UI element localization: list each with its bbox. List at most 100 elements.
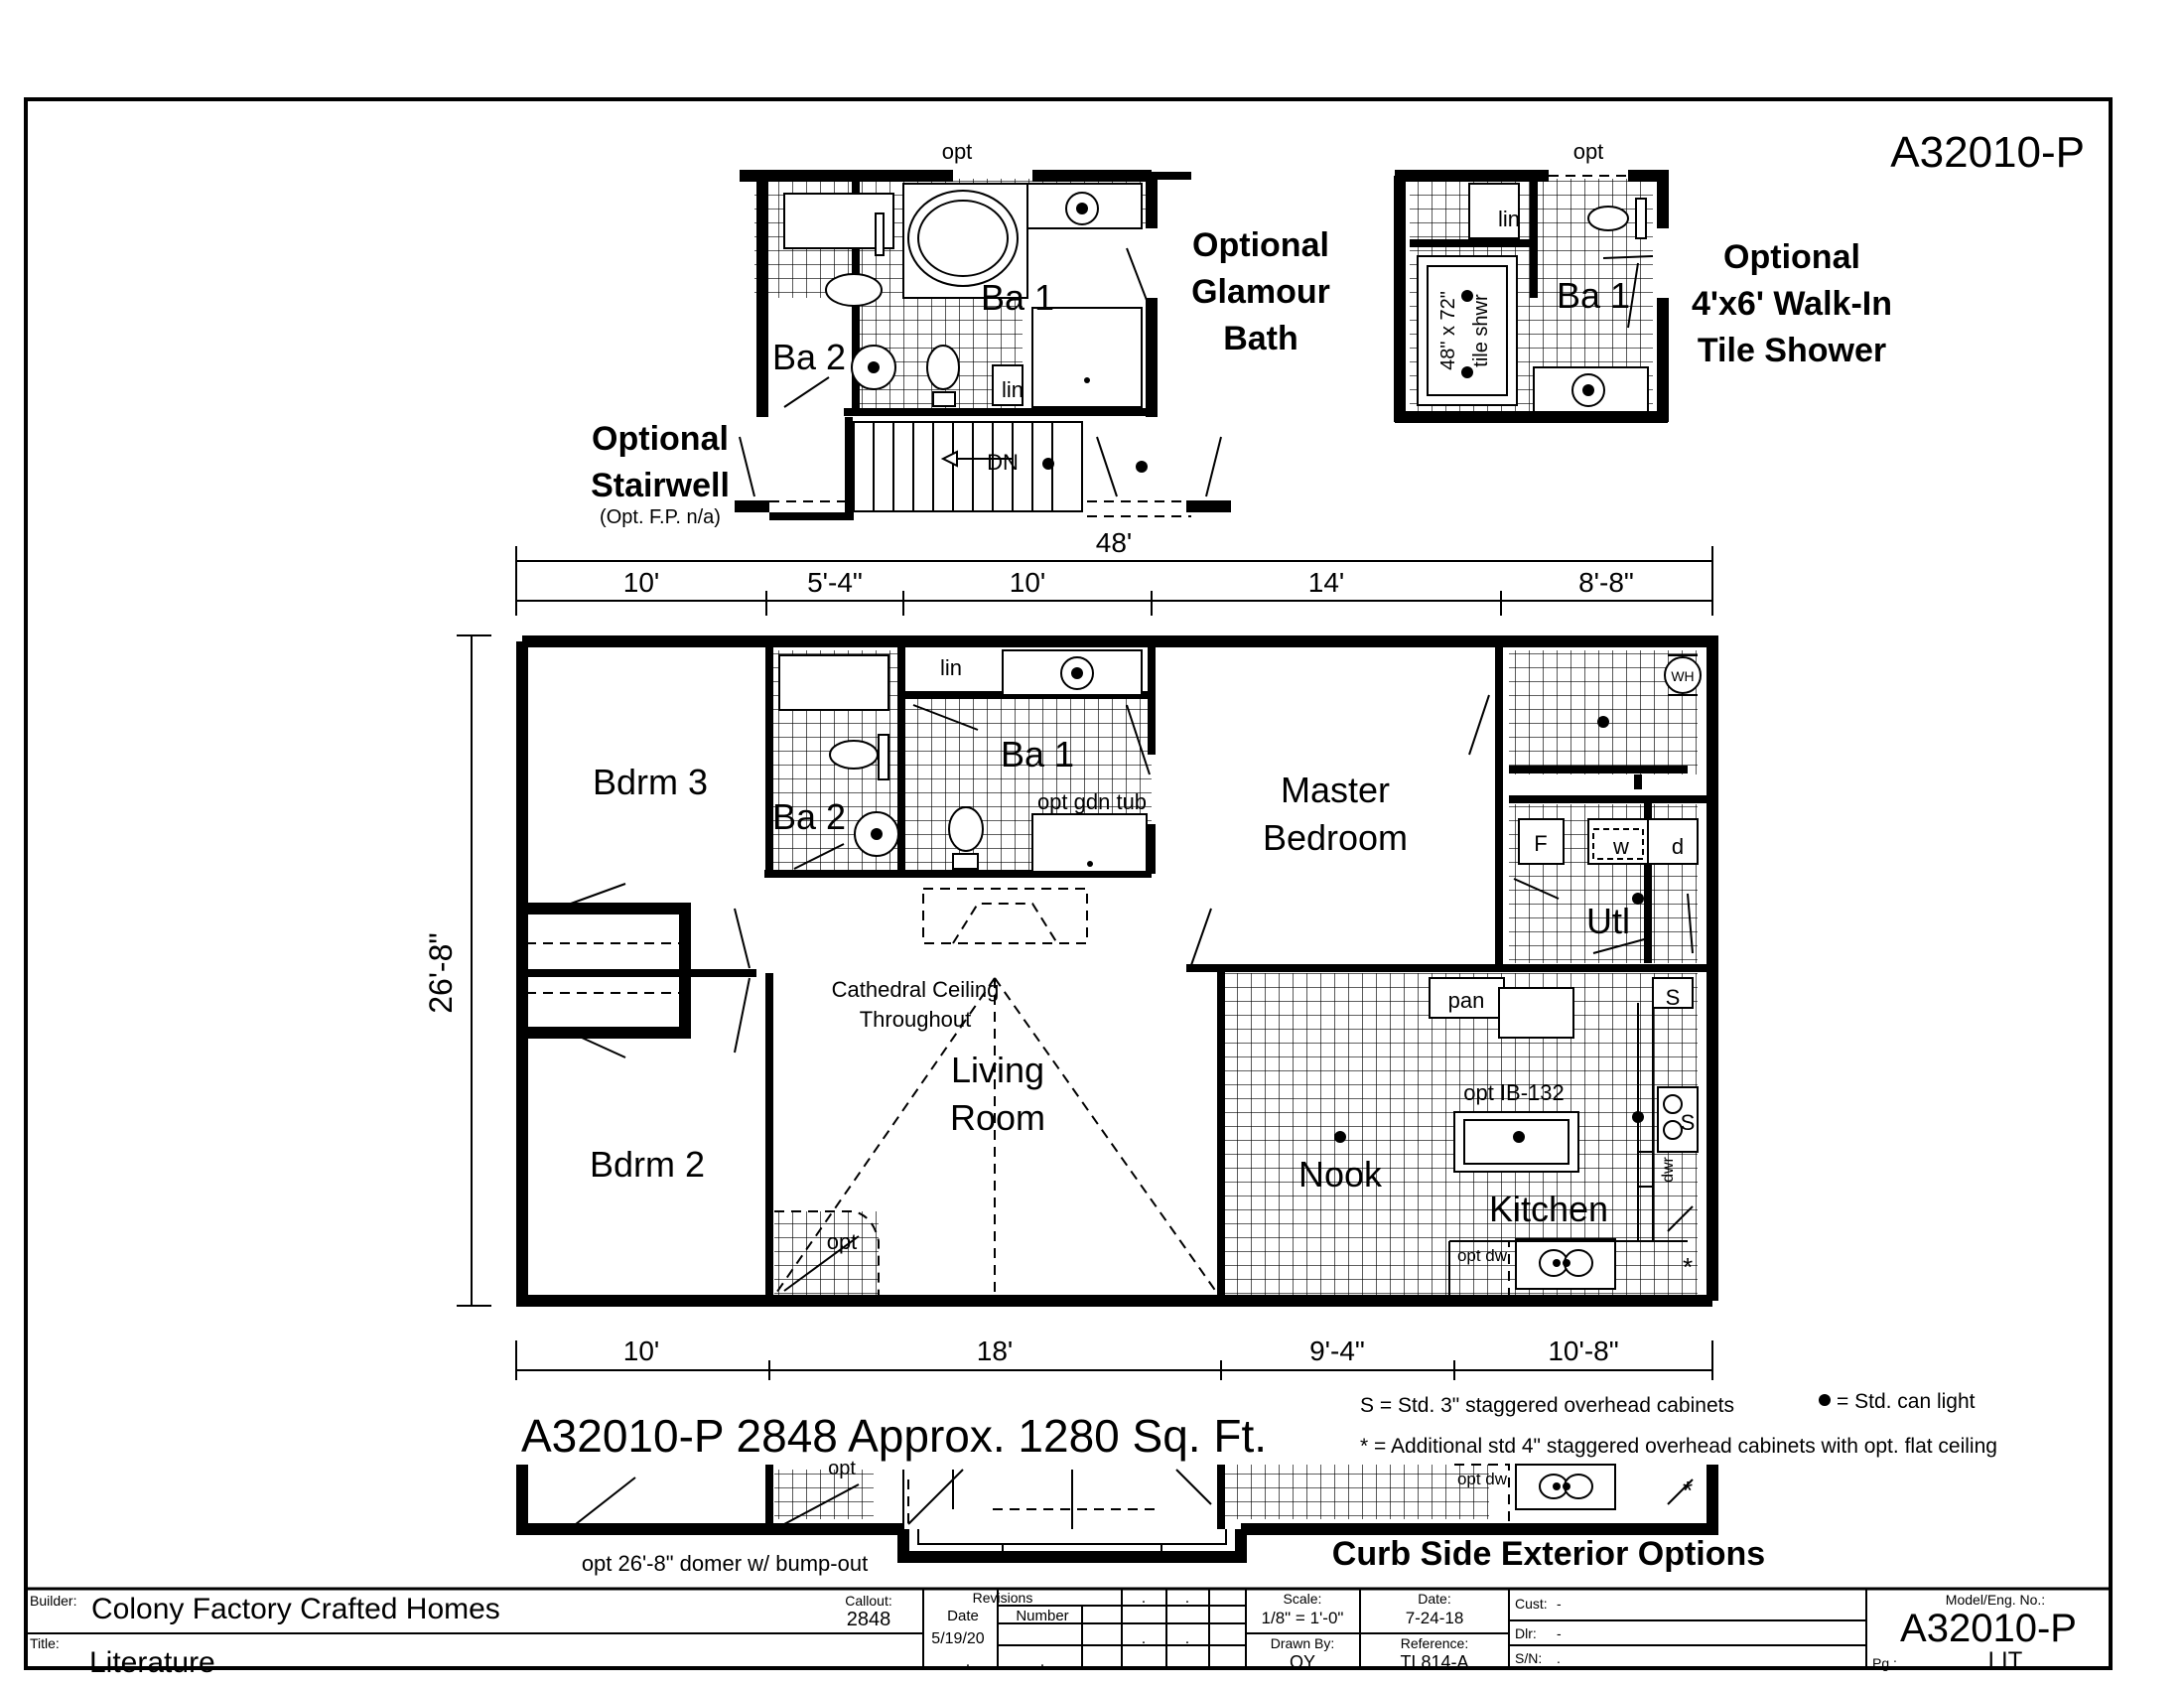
dim-bottom-2: 18' xyxy=(977,1336,1014,1366)
glamour-opt-label: opt xyxy=(942,139,973,164)
dormer-note: opt 26'-8" domer w/ bump-out xyxy=(582,1551,868,1576)
dim-depth: 26'-8" xyxy=(423,932,459,1014)
rev-dot-1: . xyxy=(1142,1590,1146,1607)
curbside-title: Curb Side Exterior Options xyxy=(1332,1535,1765,1573)
room-master-1: Master xyxy=(1281,770,1390,810)
room-living-1: Living xyxy=(951,1050,1044,1090)
top-dimension-lines xyxy=(515,546,1713,616)
dim-bottom-4: 10'-8" xyxy=(1548,1336,1618,1366)
walkin-title-2: 4'x6' Walk-In xyxy=(1692,285,1892,323)
water-heater: WH xyxy=(1671,668,1694,684)
rev-dot-2: . xyxy=(1185,1590,1189,1607)
dishwasher-drawer: dwr xyxy=(1660,1156,1677,1182)
dim-top-3: 10' xyxy=(1010,567,1046,598)
reference-value: TL814-A xyxy=(1400,1652,1468,1672)
curbside-opt-label: opt xyxy=(828,1458,856,1479)
utility-furnace: F xyxy=(1534,831,1547,856)
legend-star-note: * = Additional std 4" staggered overhead… xyxy=(1360,1435,1997,1458)
callout-value: 2848 xyxy=(847,1609,891,1630)
walkin-lin-label: lin xyxy=(1498,207,1520,231)
walkin-ba1-label: Ba 1 xyxy=(1557,275,1630,316)
glamour-ba1-label: Ba 1 xyxy=(981,277,1054,318)
room-ba1: Ba 1 xyxy=(1001,734,1074,774)
room-bdrm3: Bdrm 3 xyxy=(593,762,708,802)
dim-bottom-3: 9'-4" xyxy=(1309,1336,1365,1366)
cathedral-note-2: Throughout xyxy=(860,1007,972,1032)
walkin-title-3: Tile Shower xyxy=(1698,332,1886,369)
plan-summary: A32010-P 2848 Approx. 1280 Sq. Ft. xyxy=(521,1410,1267,1462)
glamour-title-2: Glamour xyxy=(1191,273,1330,311)
glamour-title-1: Optional xyxy=(1192,226,1329,264)
rev-dot-3: . xyxy=(1142,1630,1146,1647)
island-label: opt IB-132 xyxy=(1463,1080,1565,1105)
room-living-2: Room xyxy=(950,1097,1045,1138)
dim-top-1: 10' xyxy=(623,567,660,598)
rev-date-value: 5/19/20 xyxy=(931,1630,984,1647)
cathedral-note-1: Cathedral Ceiling xyxy=(832,977,1000,1002)
rev-number-col: Number xyxy=(1016,1608,1068,1624)
room-utl: Utl xyxy=(1586,901,1630,941)
title-label: Title: xyxy=(30,1635,60,1651)
stairwell-title-1: Optional xyxy=(592,420,729,458)
glamour-lin-label: lin xyxy=(1002,377,1024,402)
glamour-ba2-label: Ba 2 xyxy=(772,337,846,377)
rev-dot-5: . xyxy=(966,1653,970,1670)
rev-dot-4: . xyxy=(1185,1630,1189,1647)
revisions-label: Revisions xyxy=(973,1590,1033,1606)
room-master-2: Bedroom xyxy=(1263,817,1408,858)
cust-value: - xyxy=(1557,1596,1562,1612)
room-ba2: Ba 2 xyxy=(772,796,846,837)
drawn-value: OY xyxy=(1290,1652,1315,1672)
rev-date-col: Date xyxy=(947,1608,979,1624)
bottom-dimension-lines xyxy=(515,1340,1713,1380)
curbside-opt-dw: opt dw xyxy=(1457,1470,1508,1488)
curbside-star: * xyxy=(1683,1476,1693,1505)
scale-value: 1/8" = 1'-0" xyxy=(1262,1609,1344,1627)
sn-label: S/N: xyxy=(1515,1650,1542,1666)
legend-light-note: = Std. can light xyxy=(1837,1390,1976,1413)
utility-dryer: d xyxy=(1672,834,1684,859)
page-value: LIT xyxy=(1988,1647,2023,1674)
cabinet-s-2: S xyxy=(1681,1110,1696,1135)
walkin-shower-type: tile shwr xyxy=(1470,294,1492,367)
room-lin: lin xyxy=(940,655,962,680)
date-value: 7-24-18 xyxy=(1406,1609,1464,1627)
utility-washer: w xyxy=(1612,834,1629,859)
cabinet-star: * xyxy=(1683,1252,1693,1282)
room-kitchen: Kitchen xyxy=(1489,1189,1608,1229)
model-value: A32010-P xyxy=(1900,1607,2077,1650)
opt-corner-label: opt xyxy=(827,1229,858,1254)
sn-value: . xyxy=(1557,1650,1561,1666)
pantry-label: pan xyxy=(1448,988,1485,1013)
glamour-title-3: Bath xyxy=(1223,320,1298,357)
page-label: Pg.: xyxy=(1872,1655,1897,1671)
builder-label: Builder: xyxy=(30,1593,76,1609)
walkin-shower-option xyxy=(1394,170,1669,423)
dim-overall: 48' xyxy=(1096,527,1133,558)
dim-top-2: 5'-4" xyxy=(807,567,863,598)
rev-dot-6: . xyxy=(1040,1653,1044,1670)
walkin-opt-label: opt xyxy=(1573,139,1604,164)
dlr-value: - xyxy=(1557,1625,1562,1641)
title-block-grid xyxy=(26,1587,2111,1668)
date-label: Date: xyxy=(1418,1591,1450,1607)
scale-label: Scale: xyxy=(1284,1591,1322,1607)
model-label: Model/Eng. No.: xyxy=(1946,1592,2045,1608)
walkin-shower-size: 48" x 72" xyxy=(1437,291,1459,370)
main-floor-plan xyxy=(516,635,1718,1307)
builder-value: Colony Factory Crafted Homes xyxy=(91,1593,500,1625)
opt-dishwasher-label: opt dw xyxy=(1457,1246,1508,1265)
dim-bottom-1: 10' xyxy=(623,1336,660,1366)
dim-top-5: 8'-8" xyxy=(1578,567,1634,598)
title-value: Literature xyxy=(89,1646,215,1679)
glamour-bath-option xyxy=(735,170,1231,520)
room-nook: Nook xyxy=(1298,1154,1383,1195)
depth-dimension-line xyxy=(457,634,491,1307)
sheet-border xyxy=(24,97,2113,1670)
cabinet-s-1: S xyxy=(1666,985,1681,1010)
dim-top-4: 14' xyxy=(1308,567,1345,598)
stairwell-title-2: Stairwell xyxy=(591,467,730,504)
cust-label: Cust: xyxy=(1515,1596,1548,1612)
reference-label: Reference: xyxy=(1401,1635,1468,1651)
